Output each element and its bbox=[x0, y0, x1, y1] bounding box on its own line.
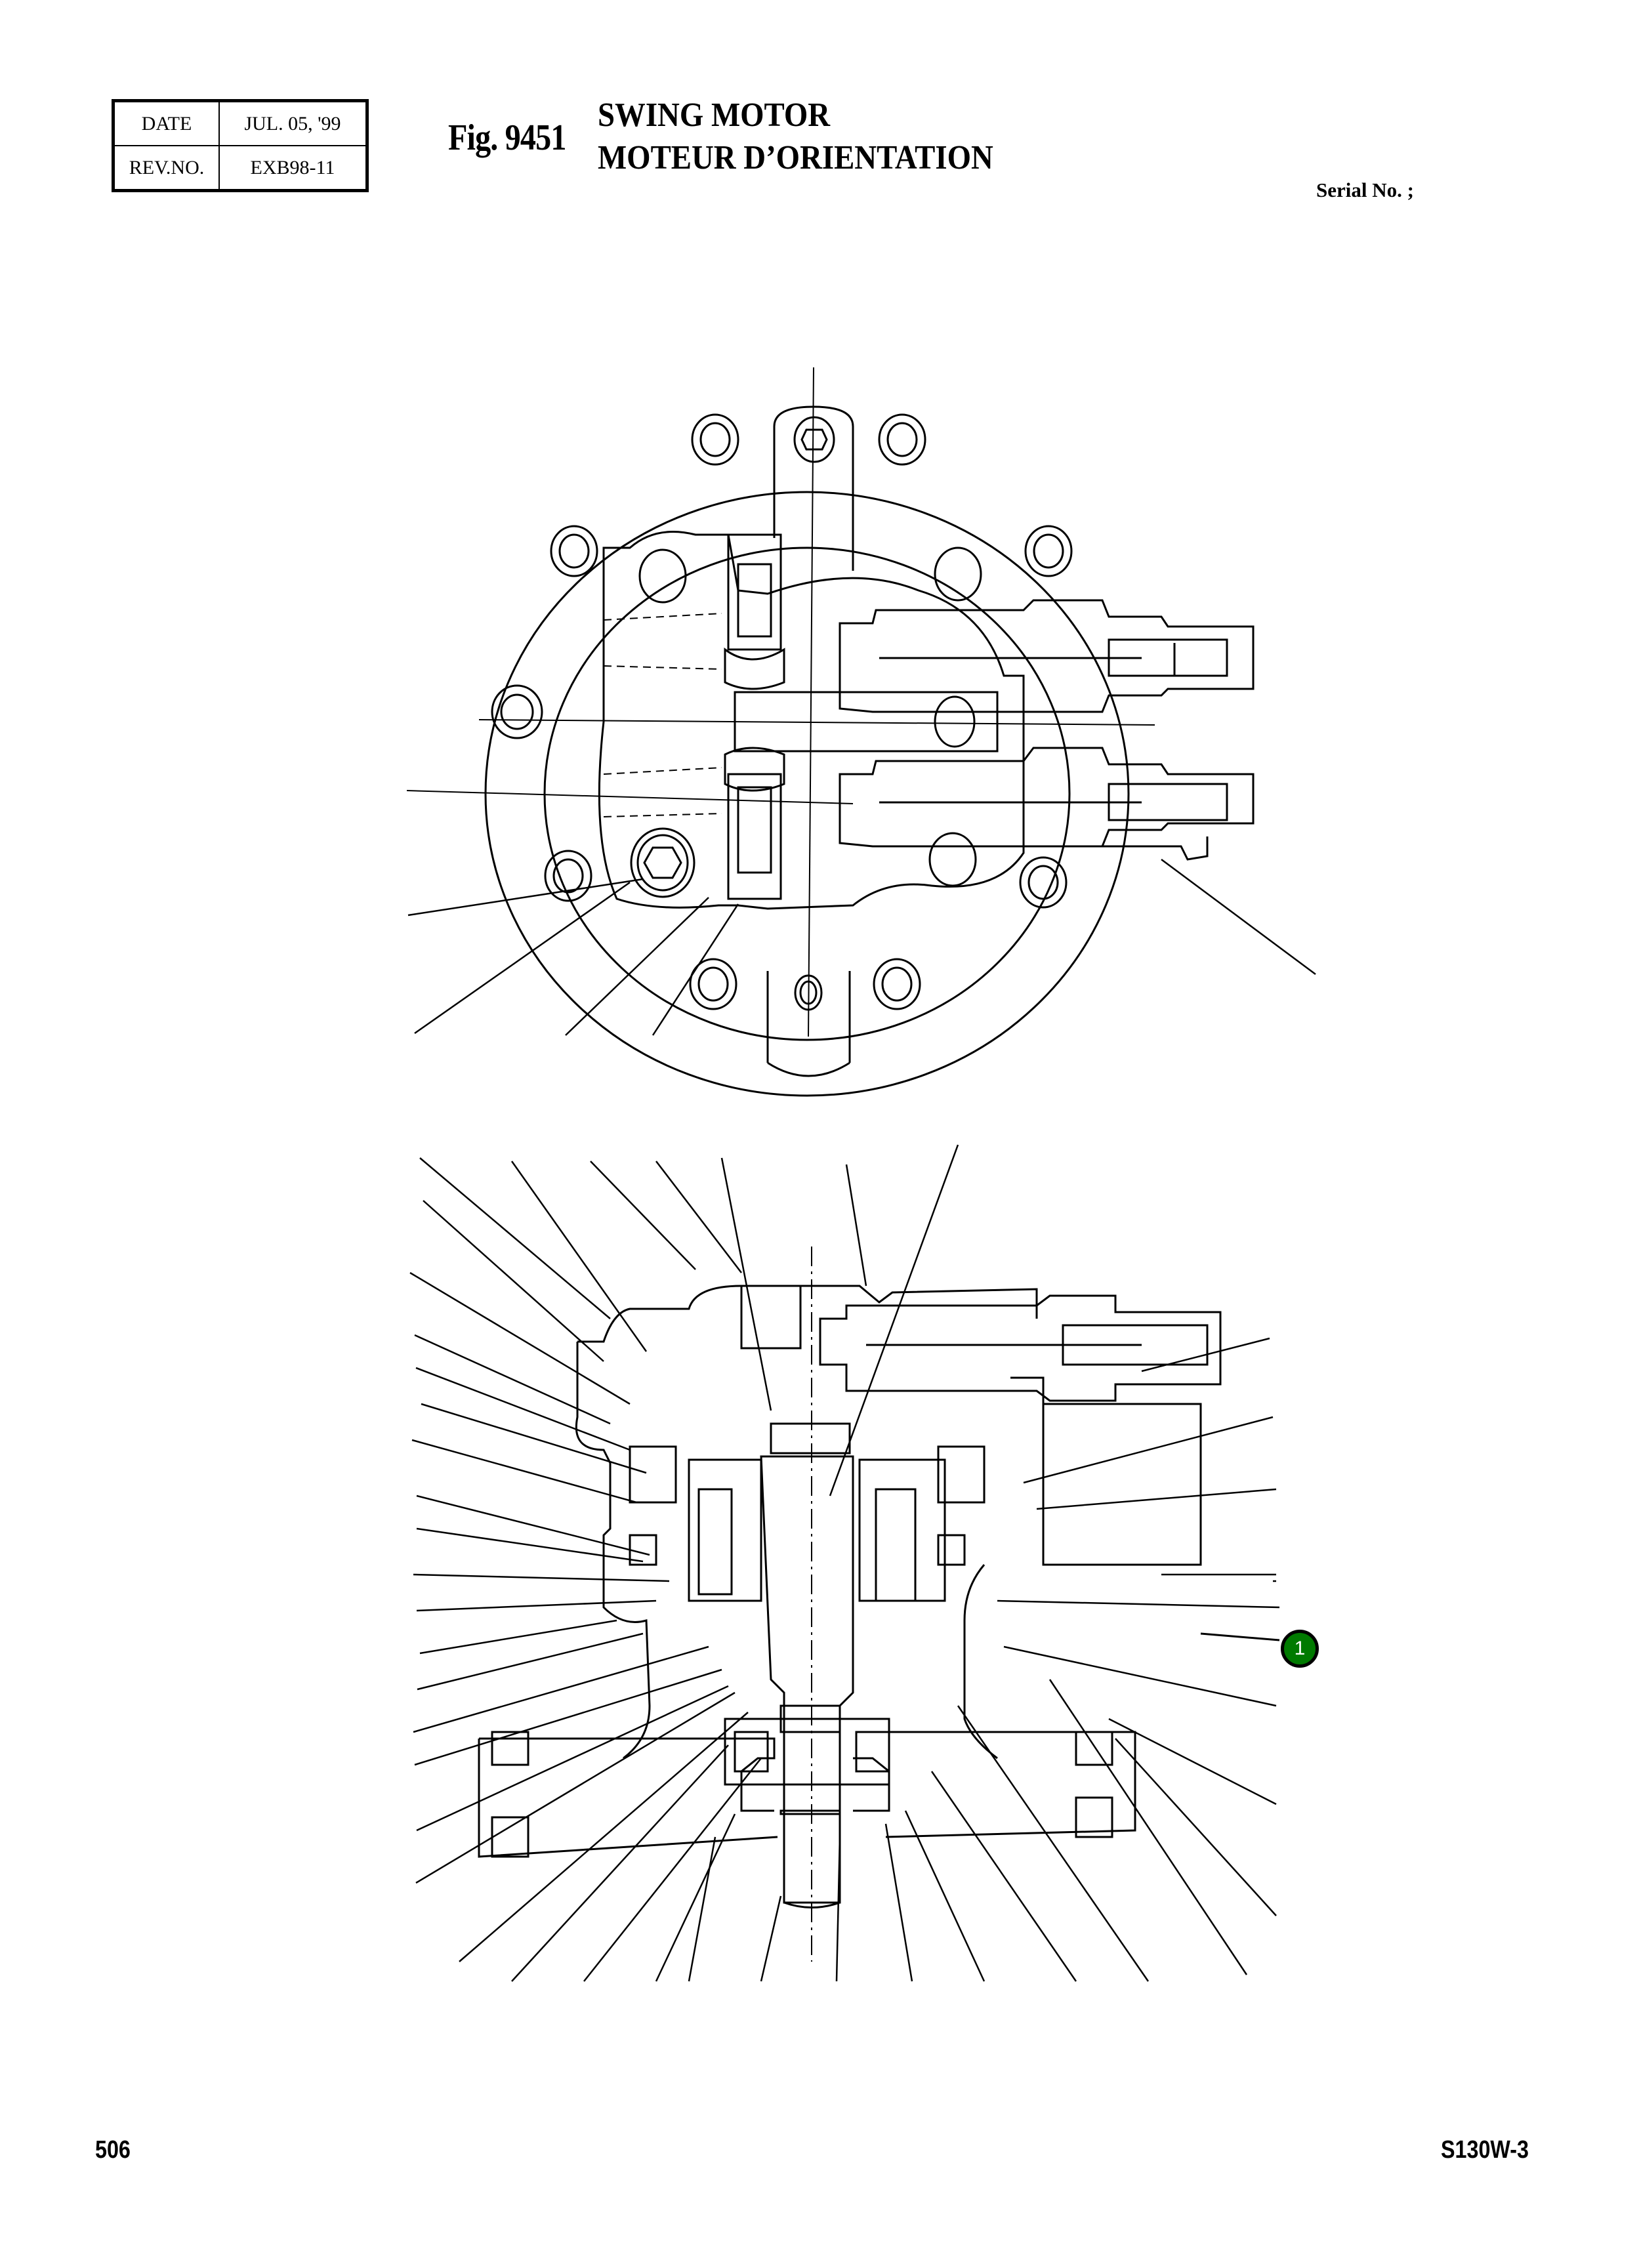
revision-table: DATE JUL. 05, '99 REV.NO. EXB98-11 bbox=[112, 99, 369, 192]
serial-number-label: Serial No. ; bbox=[1316, 178, 1414, 201]
rev-label: REV.NO. bbox=[112, 145, 220, 192]
leader-lines-section bbox=[409, 1144, 1280, 1982]
callout-marker-1[interactable]: 1 bbox=[1281, 1630, 1319, 1668]
bolt-hole-group bbox=[491, 413, 1073, 1011]
figure-number: Fig. 9451 bbox=[448, 117, 566, 158]
date-value: JUL. 05, '99 bbox=[218, 100, 368, 146]
swing-motor-cross-section bbox=[409, 1144, 1280, 1982]
swing-motor-top-view bbox=[406, 367, 1316, 1097]
relief-valve-lower bbox=[839, 747, 1255, 861]
page-number: 506 bbox=[95, 2136, 131, 2164]
page-title-french: MOTEUR D’ORIENTATION bbox=[598, 139, 993, 176]
page-title-english: SWING MOTOR bbox=[598, 96, 831, 134]
leader-lines-top bbox=[407, 858, 1316, 1036]
rev-value: EXB98-11 bbox=[218, 145, 368, 192]
relief-valve-upper bbox=[839, 599, 1255, 713]
model-number: S130W-3 bbox=[1441, 2136, 1529, 2164]
date-label: DATE bbox=[112, 100, 220, 146]
callout-number: 1 bbox=[1294, 1638, 1306, 1659]
